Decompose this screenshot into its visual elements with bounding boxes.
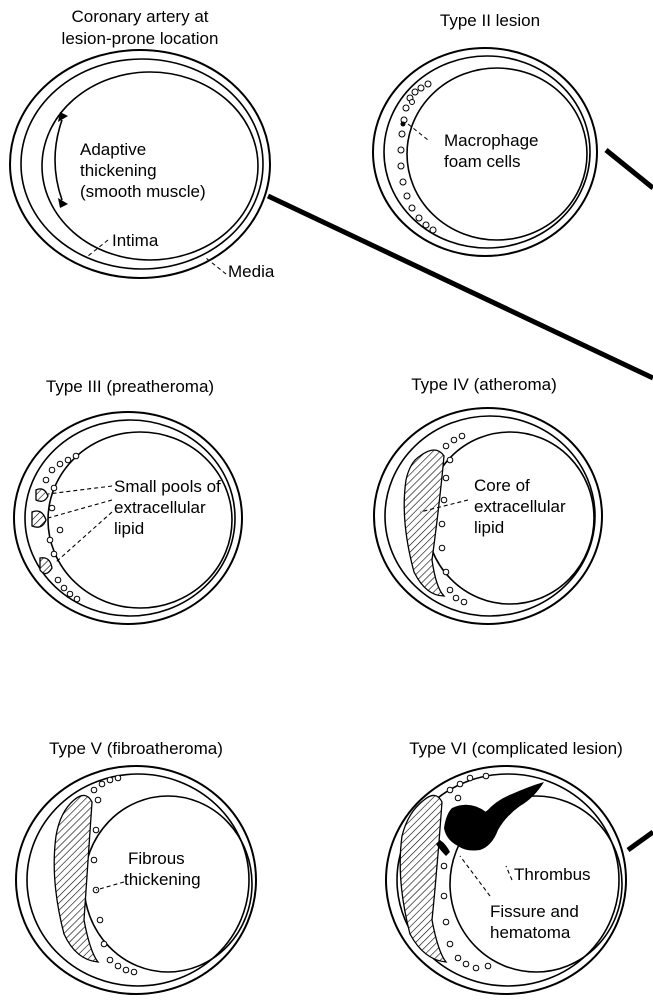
panel-normal-artery: Coronary artery at lesion-prone location… [10, 7, 275, 281]
panel-normal-title-line2: lesion-prone location [62, 29, 219, 48]
type4-lipid-core [404, 450, 444, 596]
type3-media-ring [25, 420, 235, 616]
type6-label-fissure-1: Fissure and [490, 902, 579, 921]
type6-thrombus [444, 782, 544, 851]
type3-leader-1 [48, 486, 112, 494]
type3-leader-2 [48, 500, 112, 518]
adaptive-thickening-arrow [55, 120, 62, 200]
panel-type3: Type III (preatheroma) Small pools of ex… [14, 377, 242, 624]
type5-label-2: thickening [124, 870, 201, 889]
label-adaptive-1: Adaptive [80, 140, 146, 159]
type3-label-2: extracellular [114, 498, 206, 517]
type2-label-1: Macrophage [444, 131, 539, 150]
type5-label-1: Fibrous [128, 849, 185, 868]
type2-leader-line [408, 124, 428, 140]
type6-label-thrombus: Thrombus [514, 865, 591, 884]
type2-label-2: foam cells [444, 152, 521, 171]
type3-label-1: Small pools of [114, 477, 221, 496]
type2-foam-cells [398, 81, 436, 233]
connector-type6-progression [628, 832, 653, 850]
type3-leader-3 [56, 512, 112, 562]
type6-lipid-core [400, 795, 446, 962]
type5-leader-line [96, 882, 124, 890]
connector-normal-to-progression [268, 196, 653, 378]
label-media: Media [228, 262, 275, 281]
label-adaptive-3: (smooth muscle) [80, 182, 206, 201]
panel-type3-title: Type III (preatheroma) [46, 377, 214, 396]
panel-type6-title: Type VI (complicated lesion) [409, 739, 623, 758]
type5-lipid-core [54, 795, 98, 962]
panel-type6: Type VI (complicated lesion) Thrombus Fi… [386, 739, 626, 994]
panel-type4: Type IV (atheroma) Core of extracellular… [374, 375, 602, 624]
panel-type2: Type II lesion Macrophage foam cells [373, 11, 597, 256]
panel-type2-title: Type II lesion [440, 11, 540, 30]
panel-type5: Type V (fibroatheroma) Fibrous thickenin… [16, 739, 256, 994]
arrow-head-down [58, 198, 68, 208]
type3-label-3: lipid [114, 519, 144, 538]
type4-label-2: extracellular [474, 497, 566, 516]
type4-label-1: Core of [474, 476, 530, 495]
type6-thrombus-leader [506, 866, 512, 880]
panel-type5-title: Type V (fibroatheroma) [49, 739, 223, 758]
type6-label-fissure-2: hematoma [490, 923, 571, 942]
label-intima: Intima [112, 231, 159, 250]
panel-type4-title: Type IV (atheroma) [411, 375, 557, 394]
type6-foam-cells [441, 773, 491, 971]
connector-type2-progression [606, 150, 653, 188]
label-adaptive-2: thickening [80, 161, 157, 180]
panel-normal-title-line1: Coronary artery at [72, 7, 209, 26]
media-leader-line [206, 258, 226, 274]
type4-label-3: lipid [474, 518, 504, 537]
type6-fissure-leader [460, 856, 490, 896]
